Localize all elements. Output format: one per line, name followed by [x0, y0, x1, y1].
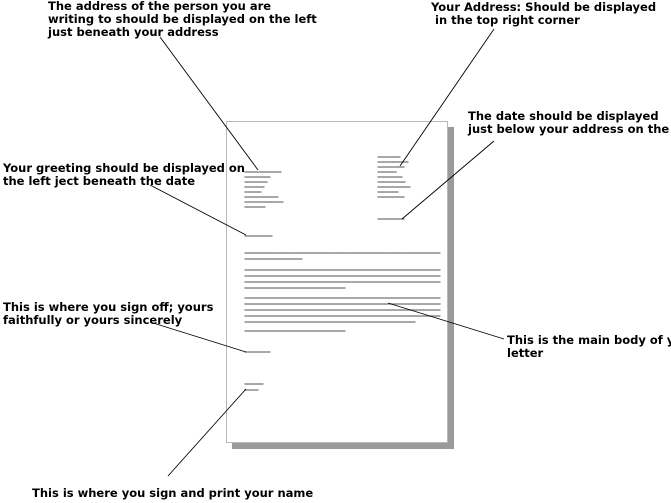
label-date: The date should be displayed just below … — [468, 110, 671, 136]
label-recipient-address-line-2: writing to should be displayed on the le… — [48, 12, 317, 26]
label-greeting: Your greeting should be displayed on the… — [3, 162, 245, 188]
letter-scribbles — [244, 156, 442, 391]
signature-scribble — [244, 383, 264, 391]
label-signature-line-1: This is where you sign and print your na… — [32, 486, 314, 500]
body-paragraph-2 — [244, 269, 442, 289]
pointer-lines — [149, 28, 505, 477]
label-recipient-address-line-3: just beneath your address — [48, 25, 219, 39]
pointer-main-body — [387, 302, 505, 340]
label-date-line-2: just below your address on the righ — [468, 122, 671, 136]
label-greeting-line-1: Your greeting should be displayed on — [3, 161, 245, 175]
pointer-signature — [167, 388, 247, 477]
body-paragraph-1 — [244, 252, 442, 260]
pointer-greeting — [149, 184, 247, 236]
label-sign-off-line-1: This is where you sign off; yours — [3, 300, 214, 314]
pointer-recipient-address — [159, 36, 259, 171]
label-your-address: Your Address: Should be displayed in the… — [431, 1, 656, 27]
label-signature: This is where you sign and print your na… — [32, 487, 313, 500]
pointer-sign-off — [149, 321, 247, 353]
label-greeting-line-2: the left ject beneath the date — [3, 174, 196, 188]
label-recipient-address-line-1: The address of the person you are — [48, 0, 272, 13]
label-sign-off: This is where you sign off; yours faithf… — [3, 301, 213, 327]
label-main-body-line-1: This is the main body of your — [507, 333, 671, 347]
body-paragraph-3 — [244, 297, 442, 323]
label-sign-off-line-2: faithfully or yours sincerely — [3, 313, 183, 327]
recipient-address-scribble — [244, 171, 284, 208]
sender-address-scribble — [377, 156, 411, 198]
pointer-your-address — [399, 28, 495, 167]
label-your-address-line-1: Your Address: Should be displayed — [431, 0, 657, 14]
label-main-body-line-2: letter — [507, 346, 544, 360]
label-recipient-address: The address of the person you are writin… — [48, 0, 317, 39]
label-main-body: This is the main body of your letter — [507, 334, 671, 360]
label-your-address-line-2: in the top right corner — [431, 13, 580, 27]
label-date-line-1: The date should be displayed — [468, 109, 659, 123]
pointer-date — [401, 140, 495, 220]
